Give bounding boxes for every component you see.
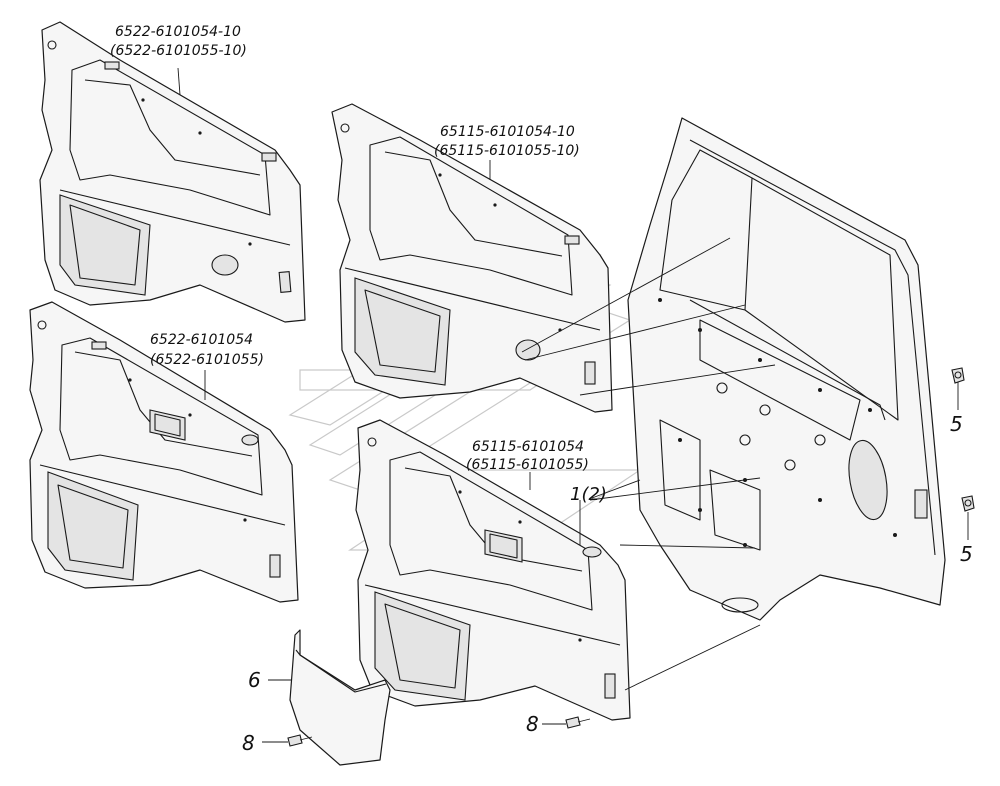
door-trim-panel-b <box>29 301 299 603</box>
screw-left <box>287 734 313 747</box>
trim-clip-lower <box>961 495 975 512</box>
clip-callout-5-lower: 5 <box>960 542 973 566</box>
panel-c-part-number: 65115-6101054-10 <box>440 124 575 140</box>
leader-lines <box>177 67 969 743</box>
cab-door-frame <box>627 117 946 621</box>
panel-c-alt-part-number: (65115-6101055-10) <box>434 143 580 159</box>
panel-d-part-number: 65115-6101054 <box>472 439 584 455</box>
screw-callout-8-right: 8 <box>526 712 539 736</box>
panel-a-part-number: 6522-6101054-10 <box>115 24 241 40</box>
door-callout-1-2: 1(2) <box>570 484 607 505</box>
screw-callout-8-left: 8 <box>242 731 255 755</box>
panel-a-alt-part-number: (6522-6101055-10) <box>110 43 247 59</box>
trim-clip-upper <box>951 367 965 384</box>
pocket-callout-6: 6 <box>248 668 261 692</box>
panel-b-alt-part-number: (6522-6101055) <box>150 352 264 368</box>
door-trim-panel-c <box>331 103 613 413</box>
panel-d-alt-part-number: (65115-6101055) <box>466 457 589 473</box>
storage-pocket <box>289 629 391 766</box>
door-trim-panel-d <box>355 419 631 721</box>
panel-b-part-number: 6522-6101054 <box>150 332 253 348</box>
clip-callout-5-upper: 5 <box>950 412 963 436</box>
door-trim-panel-a <box>39 21 306 323</box>
screw-right <box>565 716 591 729</box>
